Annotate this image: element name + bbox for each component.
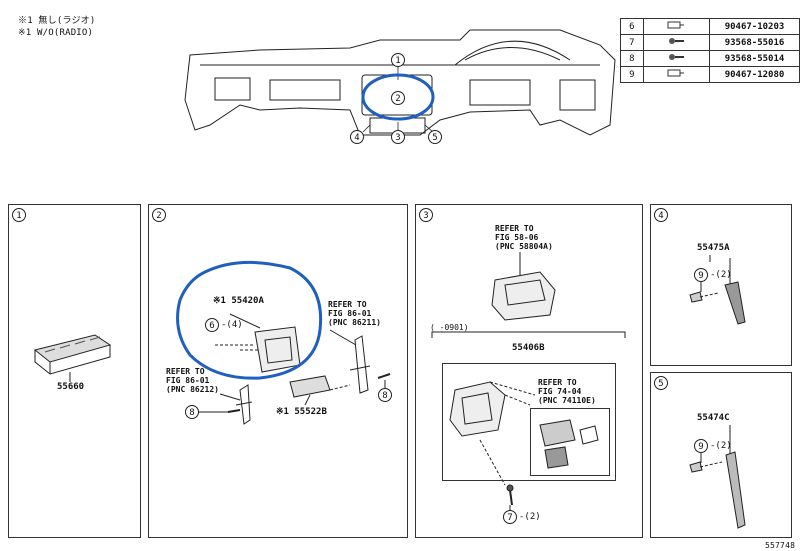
part-55474c: 55474C bbox=[697, 413, 730, 423]
part-55660: 55660 bbox=[57, 382, 85, 392]
assembly-box bbox=[442, 363, 616, 481]
callout-8-right: 8 bbox=[378, 388, 392, 402]
callout-9-p5: 9 bbox=[694, 439, 708, 453]
callout-2: 2 bbox=[391, 91, 405, 105]
date-range: ( -0901) bbox=[430, 323, 469, 332]
panel-5 bbox=[650, 372, 792, 538]
table-row: 9 90467-12080 bbox=[620, 66, 800, 83]
part-55406b: 55406B bbox=[512, 343, 545, 353]
qty-7: -(2) bbox=[519, 512, 541, 522]
panel-2 bbox=[148, 204, 408, 538]
table-row: 8 93568-55014 bbox=[620, 50, 800, 67]
qty-6: -(4) bbox=[221, 320, 243, 330]
callout-4: 4 bbox=[350, 130, 364, 144]
panel-1 bbox=[8, 204, 141, 538]
clip-icon bbox=[642, 66, 710, 83]
ref-fig-86211: REFER TO FIG 86-01 (PNC 86211) bbox=[328, 300, 381, 327]
callout-6: 6 bbox=[205, 318, 219, 332]
callout-1: 1 bbox=[391, 53, 405, 67]
part-55475a: 55475A bbox=[697, 243, 730, 253]
highlight-circle-panel bbox=[176, 260, 323, 380]
callout-8-left: 8 bbox=[185, 405, 199, 419]
panel-4-number: 4 bbox=[654, 208, 668, 222]
panel-3 bbox=[415, 204, 643, 538]
ref-fig-58804a: REFER TO FIG 58-06 (PNC 58804A) bbox=[495, 224, 553, 251]
parts-table: 6 90467-10203 7 93568-55016 8 93568-5501… bbox=[620, 18, 800, 83]
note-japanese: ※1 無し(ラジオ) bbox=[18, 16, 96, 26]
part-55420a: ※1 55420A bbox=[213, 296, 264, 306]
callout-3: 3 bbox=[391, 130, 405, 144]
table-row: 7 93568-55016 bbox=[620, 34, 800, 51]
callout-9-p4: 9 bbox=[694, 268, 708, 282]
callout-5: 5 bbox=[428, 130, 442, 144]
panel-3-number: 3 bbox=[419, 208, 433, 222]
panel-2-number: 2 bbox=[152, 208, 166, 222]
panel-1-number: 1 bbox=[12, 208, 26, 222]
callout-7: 7 bbox=[503, 510, 517, 524]
note-english: ※1 W/O(RADIO) bbox=[18, 28, 94, 38]
qty-9-p5: -(2) bbox=[710, 441, 732, 451]
figure-id: 557748 bbox=[765, 541, 796, 550]
highlight-circle-overview bbox=[361, 73, 435, 121]
inner-ref-box bbox=[530, 408, 610, 476]
panel-4 bbox=[650, 204, 792, 366]
panel-5-number: 5 bbox=[654, 376, 668, 390]
ref-fig-86212: REFER TO FIG 86-01 (PNC 86212) bbox=[166, 367, 219, 394]
qty-9-p4: -(2) bbox=[710, 270, 732, 280]
part-55522b: ※1 55522B bbox=[276, 407, 327, 417]
part-number: 90467-12080 bbox=[708, 66, 800, 83]
ref-fig-74110e: REFER TO FIG 74-04 (PNC 74110E) bbox=[538, 378, 596, 405]
